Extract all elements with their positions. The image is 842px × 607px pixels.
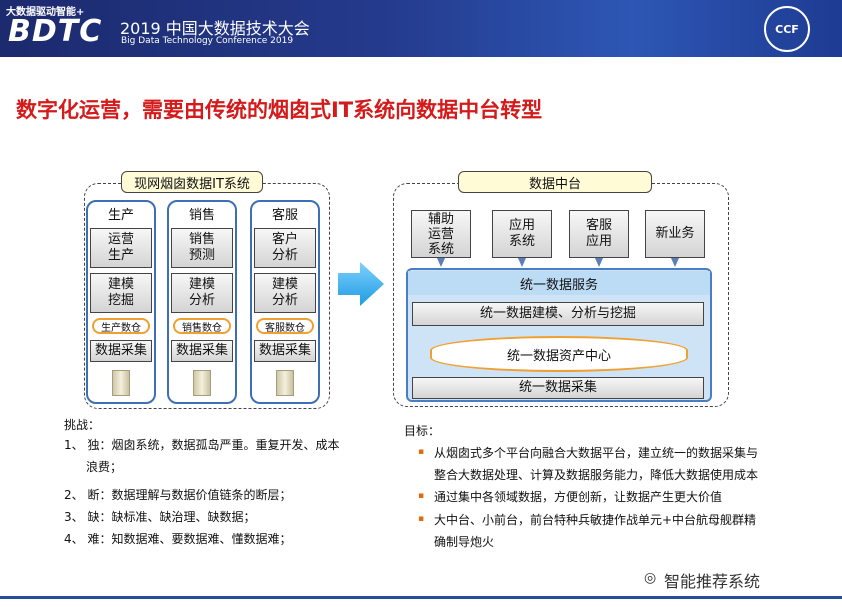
conference-title: 2019 中国大数据技术大会 (120, 19, 310, 38)
production-box1: 运营 生产 (90, 228, 152, 268)
challenge-2: 2、 断：数据理解与数据价值链条的断层； (64, 488, 292, 502)
app-assist-ops: 辅助 运营 系统 (411, 210, 471, 258)
conference-subtitle: Big Data Technology Conference 2019 (121, 36, 294, 46)
challenges-heading: 挑战： (64, 418, 101, 432)
server-icon (112, 370, 130, 396)
bullet-icon: ▪ (418, 514, 425, 524)
watermark-text: 智能推荐系统 (664, 572, 761, 591)
header-banner (0, 0, 842, 57)
app-customer-service: 客服 应用 (569, 210, 629, 258)
goal-2: 通过集中各领域数据，方便创新，让数据产生更大价值 (434, 490, 723, 504)
bullet-icon: ▪ (418, 491, 425, 501)
app-application-system: 应用 系统 (492, 210, 552, 258)
sales-warehouse: 销售数仓 (173, 318, 231, 334)
right-arrow-icon (338, 262, 384, 306)
service-warehouse: 客服数仓 (256, 318, 314, 334)
production-head: 生产 (107, 208, 134, 223)
goal-1: 从烟囱式多个平台向融合大数据平台，建立统一的数据采集与 (434, 446, 759, 460)
bullet-icon: ▪ (418, 447, 425, 457)
challenge-1-cont: 浪费； (86, 460, 123, 474)
service-box1: 客户 分析 (254, 228, 316, 268)
slide-title: 数字化运营，需要由传统的烟囱式IT系统向数据中台转型 (16, 98, 543, 122)
production-box2: 建模 挖掘 (90, 273, 152, 313)
service-collect: 数据采集 (254, 340, 316, 362)
challenge-4: 4、 难：知数据难、要数据难、懂数据难； (64, 532, 292, 546)
unified-data-service: 统一数据服务 (408, 271, 710, 295)
service-head: 客服 (271, 208, 298, 223)
server-icon (276, 370, 294, 396)
footer-rule (0, 596, 842, 599)
data-middle-platform-label: 数据中台 (458, 171, 652, 193)
goal-1-cont: 整合大数据处理、计算及数据服务能力，降低大数据使用成本 (434, 468, 759, 482)
challenge-3: 3、 缺：缺标准、缺治理、缺数据； (64, 510, 256, 524)
production-warehouse: 生产数仓 (92, 318, 150, 334)
unified-data-asset-center: 统一数据资产中心 (430, 336, 688, 372)
banner-tag: 大数据驱动智能+ (6, 7, 85, 18)
connector-arrows (437, 258, 679, 267)
goal-3-cont: 确制导炮火 (434, 535, 495, 549)
ccf-seal-icon: CCF (764, 6, 810, 52)
server-icon (193, 370, 211, 396)
sales-head: 销售 (188, 208, 215, 223)
legacy-systems-label: 现网烟囱数据IT系统 (121, 171, 263, 193)
wechat-icon: ◎ (644, 570, 657, 586)
sales-collect: 数据采集 (171, 340, 233, 362)
unified-data-collect: 统一数据采集 (412, 377, 704, 399)
goals-heading: 目标： (404, 424, 441, 438)
production-collect: 数据采集 (90, 340, 152, 362)
bdtc-logo: BDTC (8, 14, 103, 49)
sales-box1: 销售 预测 (171, 228, 233, 268)
unified-modeling: 统一数据建模、分析与挖掘 (412, 302, 704, 326)
goal-3: 大中台、小前台，前台特种兵敏捷作战单元+中台航母舰群精 (434, 513, 757, 527)
challenge-1: 1、 独：烟囱系统，数据孤岛严重。重复开发、成本 (64, 438, 340, 452)
app-new-business: 新业务 (645, 210, 705, 258)
service-box2: 建模 分析 (254, 273, 316, 313)
sales-box2: 建模 分析 (171, 273, 233, 313)
